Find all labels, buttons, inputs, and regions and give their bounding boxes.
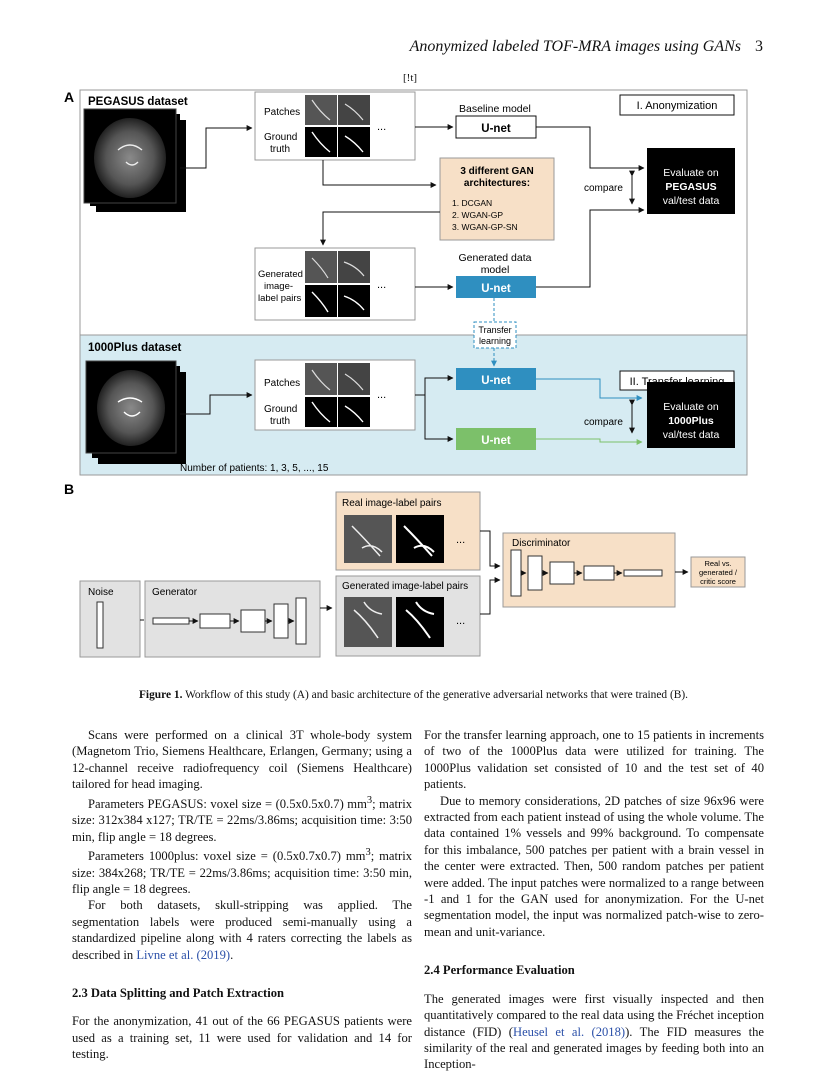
ellipsis-2: ... [377,279,386,291]
panel-b-letter: B [64,481,74,497]
compare-label-2: compare [584,417,623,428]
running-title: Anonymized labeled TOF-MRA images using … [409,38,741,55]
gan-item-1: 1. DCGAN [452,198,492,208]
right-paragraph-1: For the transfer learning approach, one … [424,728,764,792]
generated-patch-thumbnails [305,251,370,317]
ground-label-2: Ground [264,404,297,415]
figure-caption: Figure 1. Workflow of this study (A) and… [0,689,827,701]
plus-unet-scratch-label: U-net [481,435,511,447]
gan-title-1: 3 different GAN [460,166,533,177]
plus-brain-stack [85,360,186,464]
gen-model-label-2: model [481,264,510,276]
citation-heusel[interactable]: Heusel et al. (2018) [512,1024,626,1039]
eval2-line1: Evaluate on [663,401,719,413]
generated-pairs-thumbnails [344,597,444,647]
anonymization-box: I. Anonymization [637,100,718,112]
citation-livne[interactable]: Livne et al. (2019) [136,947,231,962]
section-2-3-heading: 2.3 Data Splitting and Patch Extraction [72,986,285,1001]
ellipsis-4: ... [456,534,465,546]
caption-label: Figure 1. [138,689,183,701]
baseline-unet: U-net [481,123,511,135]
caption-text: Workflow of this study (A) and basic arc… [185,689,689,701]
real-pairs-thumbnails [344,515,444,563]
plus-unet-transfer-label: U-net [481,375,511,387]
real-patch-thumbnails [305,95,370,157]
gan-item-3: 3. WGAN-GP-SN [452,222,518,232]
panel-a-letter: A [64,89,74,105]
baseline-label: Baseline model [459,103,531,115]
section-2-4-heading: 2.4 Performance Evaluation [424,963,575,978]
plus-title: 1000Plus dataset [88,342,182,354]
pegasus-title: PEGASUS dataset [88,96,188,108]
generated-unet-label: U-net [481,283,511,295]
truth-label-2: truth [270,416,290,427]
real-pairs-label: Real image-label pairs [342,498,442,509]
generator-layers [152,597,307,645]
left-paragraph-4: For both datasets, skull-stripping was a… [72,898,412,962]
eval1-line3: val/test data [663,195,720,207]
page-number: 3 [755,38,763,55]
generator-label: Generator [152,587,198,598]
eval1-line1: Evaluate on [663,167,719,179]
generated-label-2: image- [264,281,293,292]
figure-workflow: A PEGASUS dataset 1000Plus dataset Patch… [64,89,748,658]
output-block [690,556,746,588]
plus-unet-scratch [456,428,536,450]
output-line3: critic score [700,577,736,586]
gen-model-label-1: Generated data [459,252,532,264]
left-paragraph-1: Scans were performed on a clinical 3T wh… [72,728,412,792]
transfer-label-1: Transfer [478,325,511,335]
generated-label-3: label pairs [258,293,302,304]
discriminator-label: Discriminator [512,538,571,549]
left-column: Scans were performed on a clinical 3T wh… [72,727,412,1063]
right-column: For the transfer learning approach, one … [424,727,764,1073]
plus-patch-thumbnails [305,363,370,427]
gan-item-2: 2. WGAN-GP [452,210,503,220]
patches-label: Patches [264,107,300,118]
plus-unet-transfer [456,368,536,390]
pegasus-brain-stack [83,108,186,212]
output-line2: generated / [699,568,738,577]
generated-pairs-label: Generated image-label pairs [342,581,468,592]
left-paragraph-3: Parameters 1000plus: voxel size = (0.5x0… [72,847,412,897]
num-patients: Number of patients: 1, 3, 5, ..., 15 [180,463,329,474]
compare-label-1: compare [584,183,623,194]
eval2-line3: val/test data [663,429,720,441]
gan-title-2: architectures: [464,178,530,189]
output-line1: Real vs. [704,559,731,568]
ellipsis: ... [377,121,386,133]
eval1-line2: PEGASUS [665,181,716,193]
ellipsis-5: ... [456,615,465,627]
truth-label: truth [270,144,290,155]
eval2-line2: 1000Plus [668,415,714,427]
discriminator-layers [510,549,663,597]
transfer-box [473,321,517,349]
generated-unet [456,276,536,298]
ground-label: Ground [264,132,297,143]
patches-label-2: Patches [264,378,300,389]
right-paragraph-2: Due to memory considerations, 2D patches… [424,793,764,939]
gan-box [439,157,555,241]
eval-1000plus [647,382,735,448]
left-paragraph-2: Parameters PEGASUS: voxel size = (0.5x0.… [72,794,412,844]
noise-label: Noise [88,587,114,598]
placeholder-mark: [!t] [403,72,418,84]
generated-label-1: Generated [258,269,303,280]
left-paragraph-5: For the anonymization, 41 out of the 66 … [72,1014,412,1062]
transfer-label-2: learning [479,336,511,346]
right-paragraph-3: The generated images were first visually… [424,991,764,1072]
eval-pegasus [647,148,735,214]
running-header: Anonymized labeled TOF-MRA images using … [410,38,763,56]
ellipsis-3: ... [377,389,386,401]
